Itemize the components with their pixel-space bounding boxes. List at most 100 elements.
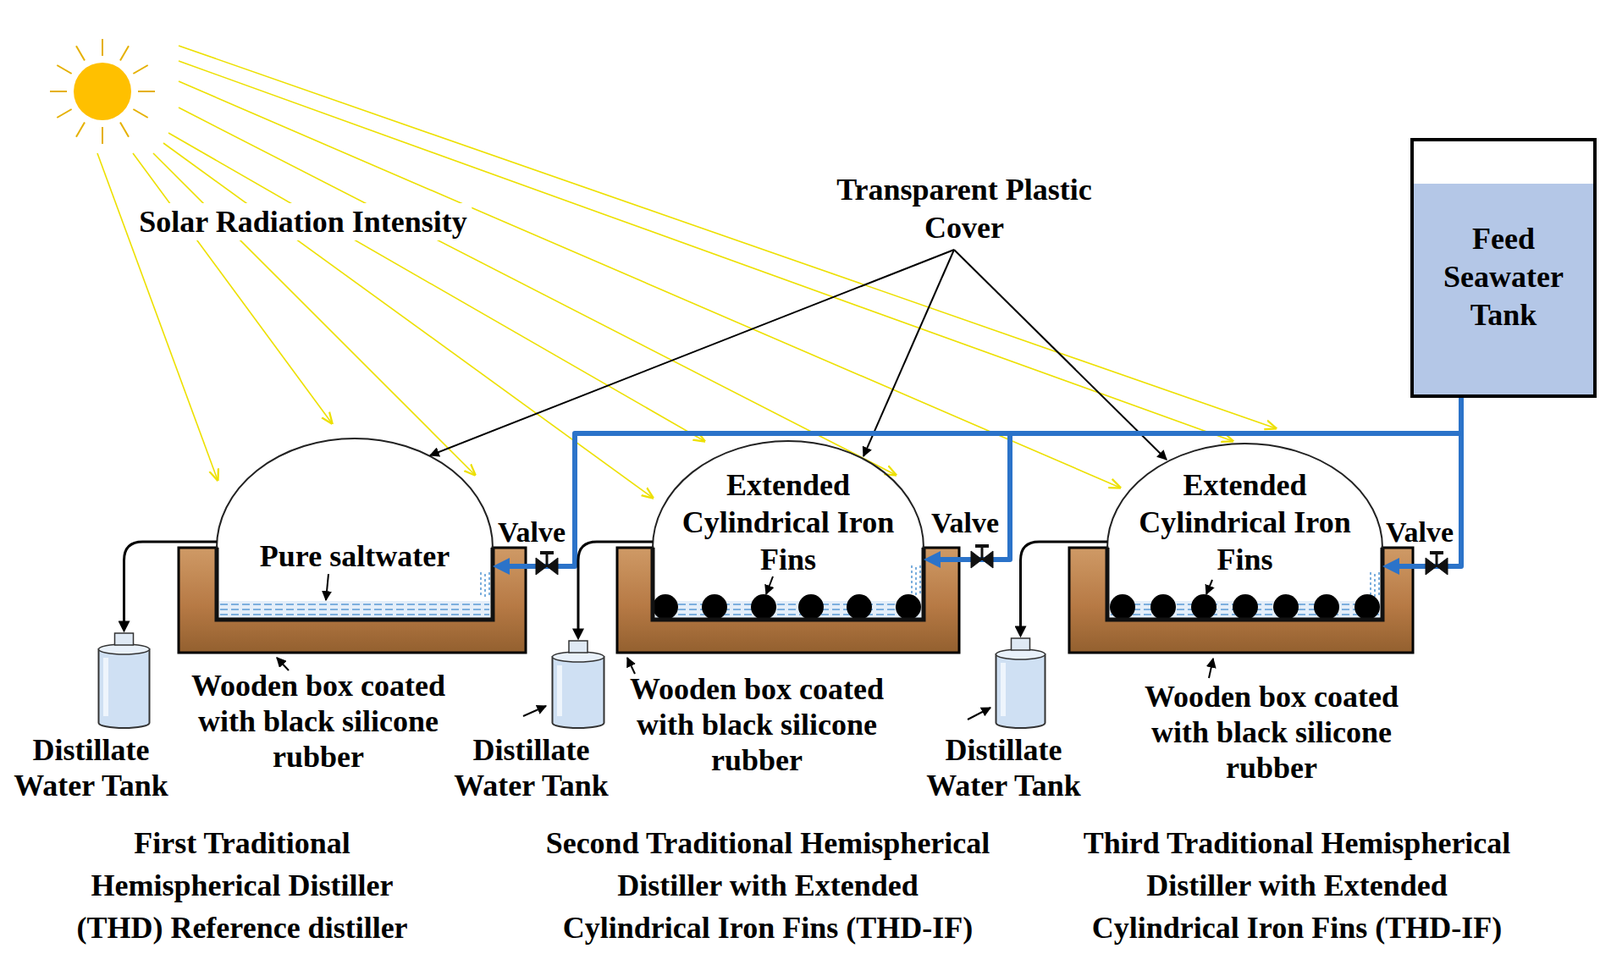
seawater-tank: Feed Seawater Tank (1410, 137, 1597, 398)
leader-line (1206, 579, 1213, 595)
leader-line (766, 576, 773, 595)
sun-ray (132, 109, 148, 118)
drip (1378, 572, 1380, 598)
valve-handle (540, 551, 554, 555)
node-text: Extended Cylindrical Iron Fins (665, 466, 911, 579)
water-body (219, 601, 491, 618)
sun-ray (132, 65, 148, 74)
sun-ray (49, 90, 67, 93)
box-label: Wooden box coated with black silicone ru… (176, 667, 461, 775)
node-text: Distillate Water Tank (0, 732, 183, 804)
iron-fin (701, 594, 728, 620)
iron-fin (1109, 594, 1136, 620)
sun (49, 38, 155, 144)
sun-ray (56, 109, 72, 118)
valve-handle (975, 544, 989, 548)
leader-line (954, 249, 1167, 460)
sun-ray (120, 121, 129, 137)
distiller-basin: Extended Cylindrical Iron Fins (1107, 443, 1383, 620)
tank-highlight (557, 665, 563, 717)
iron-fin (895, 594, 922, 620)
valve-stem (981, 546, 984, 560)
sun-ray (137, 90, 155, 93)
tank-top (99, 644, 150, 655)
distiller-title: Second Traditional Hemispherical Distill… (541, 822, 994, 949)
tank-body (99, 649, 150, 729)
leader-line (627, 657, 635, 674)
radiation-ray (168, 132, 705, 442)
radiation-ray (178, 107, 896, 475)
sun-ray (76, 121, 85, 137)
leader-line (430, 249, 955, 456)
water-line (220, 608, 490, 611)
drip (488, 572, 491, 598)
tank-top (552, 651, 605, 663)
leader-line (863, 249, 955, 457)
tank-highlight (1000, 662, 1006, 717)
iron-fin (1191, 594, 1217, 620)
distillate-tank: Distillate Water Tank (912, 637, 1095, 804)
iron-fin (798, 594, 824, 620)
valve-stem (1435, 552, 1439, 567)
drip (484, 573, 486, 598)
leader-line (523, 706, 547, 717)
sun-ray (120, 45, 129, 61)
radiation-ray (97, 153, 218, 480)
box-label: Wooden box coated with black silicone ru… (1130, 678, 1414, 786)
sun-ray (101, 126, 104, 144)
water-line (220, 603, 490, 606)
sun-rays (49, 38, 155, 144)
iron-fin (652, 594, 679, 620)
tank-top (996, 649, 1046, 660)
node-text: Pure saltwater (231, 537, 478, 575)
radiation-ray (178, 81, 1120, 488)
distiller-title: Third Traditional Hemispherical Distille… (1075, 822, 1518, 949)
drip (910, 565, 913, 596)
iron-fin (1313, 594, 1340, 620)
valve-label: Valve (1385, 517, 1454, 548)
leader-line (325, 573, 329, 601)
water-body (655, 601, 922, 618)
tank-body (996, 654, 1046, 729)
sun-ray (101, 38, 104, 56)
radiation-label: Solar Radiation Intensity (133, 203, 472, 241)
drip (1369, 572, 1372, 598)
water-line (656, 608, 921, 611)
tank-highlight (103, 657, 109, 717)
water-line (656, 603, 921, 606)
tank-cap (115, 633, 134, 646)
water-line (656, 613, 921, 616)
drip (915, 567, 917, 596)
radiation-rays (97, 45, 1276, 498)
valve (1425, 552, 1448, 575)
distiller-title: First Traditional Hemispherical Distille… (60, 822, 425, 949)
tank-cylinder (97, 632, 151, 730)
valve-label: Valve (931, 507, 999, 539)
distiller-basin: Extended Cylindrical Iron Fins (652, 441, 924, 620)
tank-cylinder (551, 640, 606, 730)
drip (919, 565, 922, 596)
drip (480, 572, 482, 598)
radiation-ray (153, 153, 475, 475)
box-label: Wooden box coated with black silicone ru… (615, 671, 900, 778)
iron-fin (1232, 594, 1258, 620)
leader-lines (276, 249, 1214, 720)
node-text: Extended Cylindrical Iron Fins (1122, 466, 1369, 579)
distillate-hose (124, 541, 218, 626)
distillate-hose (578, 541, 653, 634)
hemispherical-cover (216, 438, 493, 548)
leader-line (276, 657, 289, 671)
iron-fin (1150, 594, 1176, 620)
distillate-hose (1020, 541, 1109, 631)
node-text: Distillate Water Tank (440, 732, 623, 804)
tank-cap (568, 640, 588, 653)
iron-fin (1354, 594, 1380, 620)
node-text: Feed Seawater Tank (1427, 220, 1580, 335)
valve (971, 546, 994, 569)
iron-fin (1273, 594, 1299, 620)
radiation-ray (163, 143, 653, 498)
tank-body (552, 656, 605, 729)
leader-line (1208, 658, 1214, 679)
valve-handle (1429, 551, 1444, 555)
sun-ray (76, 45, 85, 61)
